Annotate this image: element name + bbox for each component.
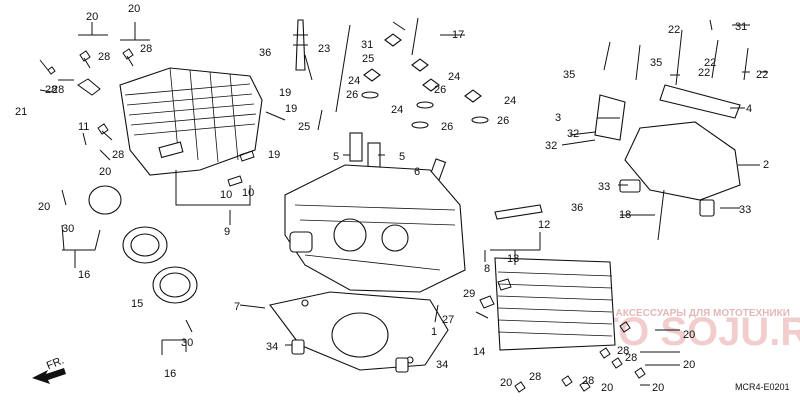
callout-number: 29: [463, 288, 475, 300]
callout-number: 33: [739, 204, 751, 216]
callout-number: 20: [601, 382, 613, 394]
callout-number: 22: [698, 67, 710, 79]
callout-number: 10: [220, 189, 232, 201]
callout-number: 31: [735, 21, 747, 33]
cylinder-head-part: [284, 164, 466, 293]
nut-group-center: [361, 17, 489, 129]
callout-number: 24: [448, 71, 460, 83]
callout-number: 30: [181, 337, 193, 349]
callout-number: 35: [650, 57, 662, 69]
callout-number: 28: [112, 149, 124, 161]
bolt-group-left: [39, 48, 134, 141]
callout-number: 28: [98, 51, 110, 63]
callout-number: 20: [38, 201, 50, 213]
callout-number: 10: [242, 187, 254, 199]
callout-number: 20: [99, 166, 111, 178]
callout-number: 1: [431, 326, 437, 338]
callout-number: 35: [563, 69, 575, 81]
callout-number: 5: [399, 151, 405, 163]
callout-number: 33: [598, 181, 610, 193]
bolt-group-lower-right: [514, 321, 646, 393]
callout-number: 22: [668, 24, 680, 36]
watermark-tagline: ЗАПЧАСТИ И АКСЕССУАРЫ ДЛЯ МОТОТЕХНИКИ: [548, 308, 790, 319]
callout-number: 30: [62, 223, 74, 235]
callout-number: 36: [259, 47, 271, 59]
callout-number: 19: [268, 149, 280, 161]
callout-number: 32: [545, 140, 557, 152]
callout-number: 19: [285, 103, 297, 115]
callout-number: 20: [500, 377, 512, 389]
callout-number: 27: [442, 314, 454, 326]
callout-number: 11: [78, 121, 89, 133]
intake-insulator-part: [61, 185, 198, 333]
callout-number: 28: [529, 371, 541, 383]
spark-plug-part: [293, 19, 308, 71]
callout-number: 20: [128, 3, 140, 15]
spark-plug-rear-part: [494, 204, 543, 220]
callout-number: 2: [763, 159, 769, 171]
callout-number: 26: [434, 84, 446, 96]
callout-number: 34: [266, 341, 278, 353]
callout-number: 7: [234, 301, 240, 313]
leader-lines: [39, 21, 768, 386]
callout-number: 24: [348, 75, 360, 87]
head-cover-part: [119, 67, 263, 176]
callout-number: 24: [391, 104, 403, 116]
callout-number: 22: [756, 69, 768, 81]
callout-number: 20: [652, 382, 664, 394]
callout-number: 34: [436, 359, 448, 371]
callout-number: 32: [567, 128, 579, 140]
callout-number: 26: [346, 89, 358, 101]
callout-number: 20: [683, 329, 695, 341]
callout-number: 28: [617, 345, 629, 357]
callout-number: 28: [582, 375, 594, 387]
callout-number: 6: [414, 166, 420, 178]
callout-number: 28: [45, 84, 57, 96]
callout-number: 16: [164, 368, 176, 380]
callout-number: 12: [538, 219, 550, 231]
callout-number: 13: [507, 253, 519, 265]
callout-number: 26: [497, 115, 509, 127]
callout-number: 24: [504, 95, 516, 107]
callout-number: 16: [78, 269, 90, 281]
callout-number: 3: [555, 112, 561, 124]
callout-number: 20: [86, 11, 98, 23]
diagram-code: MCR4-E0201: [735, 382, 790, 392]
cylinder-fins-part: [475, 257, 616, 351]
callout-number: 14: [473, 346, 485, 358]
callout-number: 23: [318, 43, 330, 55]
callout-number: 9: [224, 226, 230, 238]
callout-number: 31: [361, 39, 373, 51]
callout-number: 17: [452, 29, 464, 41]
callout-number: 36: [571, 202, 583, 214]
callout-number: 21: [15, 106, 27, 118]
callout-number: 28: [52, 84, 64, 96]
callout-number: 19: [279, 87, 291, 99]
callout-number: 4: [746, 103, 752, 115]
rocker-arm-holder-part: [594, 19, 749, 241]
callout-number: 25: [362, 53, 374, 65]
callout-number: 28: [625, 352, 637, 364]
callout-number: 15: [131, 298, 143, 310]
callout-number: 22: [704, 57, 716, 69]
callout-number: 5: [333, 151, 339, 163]
dowel-pins: [291, 339, 409, 373]
callout-number: 25: [298, 121, 310, 133]
callout-number: 20: [683, 359, 695, 371]
callout-number: 8: [484, 263, 490, 275]
callout-number: 28: [140, 43, 152, 55]
front-direction-arrow: FR.: [32, 355, 66, 384]
head-gasket-part: [269, 291, 449, 371]
callout-number: 26: [441, 121, 453, 133]
callout-number: 18: [619, 209, 631, 221]
